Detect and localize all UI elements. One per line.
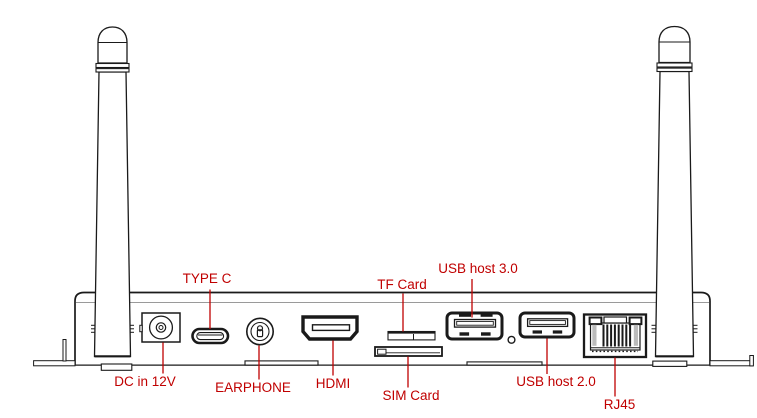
earphone-jack-port: [246, 317, 275, 346]
port-label-rj45: RJ45: [603, 396, 636, 412]
leader-lines: [162, 279, 616, 397]
dc-in-port: [139, 312, 181, 343]
sim-card-slot: [374, 346, 443, 357]
port-label-usb-host-3-0: USB host 3.0: [438, 261, 518, 276]
port-label-type-c: TYPE C: [182, 271, 232, 286]
port-label-tf-card: TF Card: [377, 276, 427, 292]
port-label-usb-host-2-0: USB host 2.0: [516, 374, 596, 389]
usb-host-3-port: [445, 311, 504, 341]
tf-card-slot: [387, 330, 436, 341]
antenna-left-texture-marks: [91, 324, 134, 333]
antenna-right-texture-marks: [651, 324, 698, 333]
antenna-left: [91, 26, 134, 358]
port-label-dc-in-12v: DC in 12V: [114, 374, 176, 389]
type-c-port: [191, 327, 230, 345]
usb-host-2-port: [518, 311, 576, 339]
port-label-sim-card: SIM Card: [382, 387, 440, 403]
rj45-pins: [602, 324, 632, 347]
indicator-hole: [507, 335, 516, 344]
hdmi-port: [301, 315, 359, 341]
port-label-hdmi: HDMI: [315, 375, 351, 391]
chassis-flange-left: [33, 339, 76, 367]
earphone-plug-icon: [256, 325, 264, 332]
chassis-body: [33, 291, 753, 366]
rj45-port: [582, 313, 648, 359]
chassis-flange-right: [709, 355, 754, 367]
chassis-feet: [100, 360, 688, 371]
port-label-earphone: EARPHONE: [215, 379, 291, 395]
antenna-right: [651, 25, 698, 358]
